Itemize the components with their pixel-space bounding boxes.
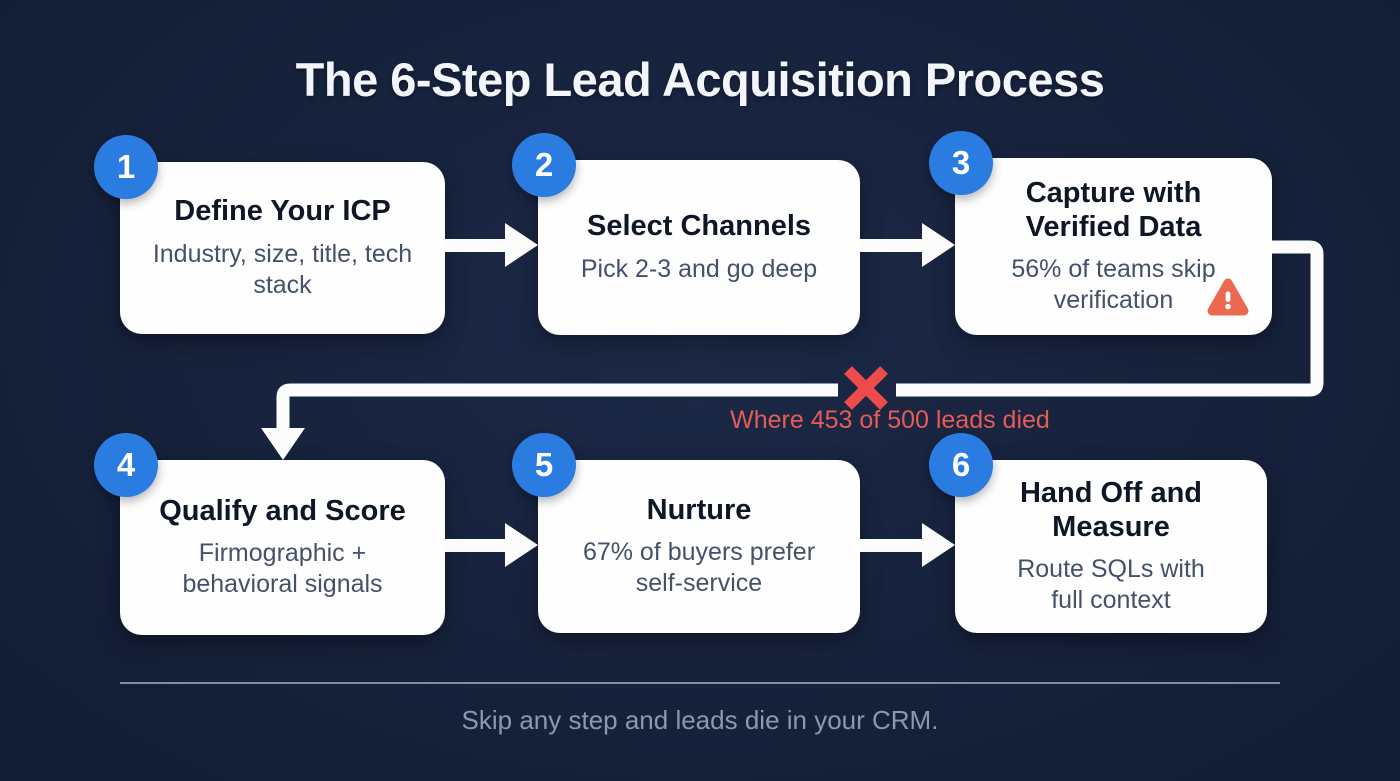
step-number-badge: 3 [929,131,993,195]
step-number-badge: 4 [94,433,158,497]
step-title: Define Your ICP [174,195,391,228]
footer-divider [120,682,1280,684]
arrow-right-icon [445,523,538,567]
arrow-right-icon [860,523,955,567]
failure-annotation: Where 453 of 500 leads died [730,406,1050,434]
step-subtitle: Route SQLs with full context [1017,555,1205,615]
step-title: Hand Off and Measure [1019,476,1203,543]
arrow-right-icon [445,223,538,267]
arrow-right-icon [860,223,955,267]
step-card-3: 3 Capture with Verified Data 56% of team… [929,131,1272,335]
step-number-badge: 6 [929,433,993,497]
step-title: Nurture [646,493,752,526]
step-title: Qualify and Score [159,494,406,527]
step-card-2: 2 Select Channels Pick 2-3 and go deep [512,133,860,335]
step-subtitle: Industry, size, title, tech stack [152,239,413,299]
step-card-1: 1 Define Your ICP Industry, size, title,… [94,135,445,334]
step-number-badge: 1 [94,135,158,199]
step-title: Capture with Verified Data [1025,176,1202,243]
step-number-badge: 5 [512,433,576,497]
x-mark-icon [844,366,888,410]
step-number-badge: 2 [512,133,576,197]
warning-icon [1207,278,1249,316]
step-card-6: 6 Hand Off and Measure Route SQLs with f… [929,433,1267,633]
step-title: Select Channels [586,210,812,243]
step-card-5: 5 Nurture 67% of buyers prefer self-serv… [512,433,860,633]
step-subtitle: Firmographic + behavioral signals [182,539,383,599]
footer-note: Skip any step and leads die in your CRM. [461,705,939,735]
arrow-down-icon [261,428,305,460]
page-title: The 6-Step Lead Acquisition Process [295,53,1105,106]
step-subtitle: Pick 2-3 and go deep [580,254,818,283]
step-subtitle: 67% of buyers prefer self-service [582,538,816,598]
step-card-4: 4 Qualify and Score Firmographic + behav… [94,433,445,635]
